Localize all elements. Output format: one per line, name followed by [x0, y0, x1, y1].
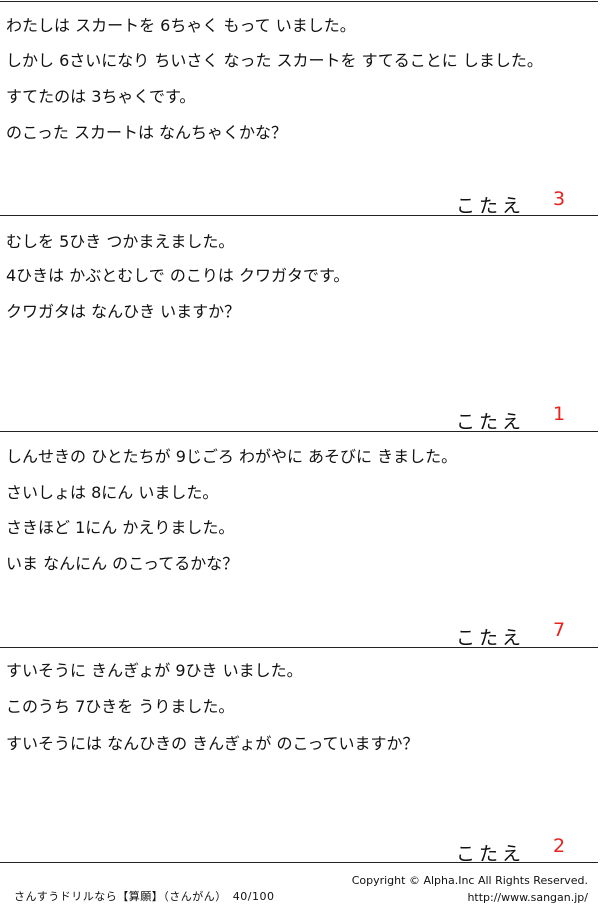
problem-4-answer-value: 2: [553, 835, 566, 857]
problem-4-line-3: すいそうには なんひきの きんぎょが のこっていますか？: [6, 734, 419, 753]
problem-1-rule: [0, 215, 598, 216]
problem-1-answer-label: こたえ: [456, 195, 526, 217]
problem-1-line-4: のこった スカートは なんちゃくかな？: [6, 123, 288, 142]
problem-4-answer-label: こたえ: [456, 843, 526, 865]
problem-2-answer-label: こたえ: [456, 411, 526, 433]
problem-2-line-2: 4ひきは かぶとむしで のこりは クワガタです。: [6, 266, 350, 285]
problem-1-line-3: すてたのは 3ちゃくです。: [6, 87, 196, 106]
problem-2-line-3: クワガタは なんひき いますか？: [6, 302, 241, 321]
problem-4-line-1: すいそうに きんぎょが 9ひき いました。: [6, 661, 303, 680]
problem-1-line-1: わたしは スカートを 6ちゃく もって いました。: [6, 16, 356, 35]
problem-3-answer-value: 7: [553, 619, 566, 641]
problem-1-line-2: しかし 6さいになり ちいさく なった スカートを すてることに しました。: [6, 51, 543, 70]
problem-3-line-4: いま なんにん のこってるかな？: [6, 554, 239, 573]
footer-url: http://www.sangan.jp/: [467, 891, 588, 904]
problem-1-answer-value: 3: [553, 188, 566, 210]
top-rule: [0, 1, 598, 2]
problem-3-answer-label: こたえ: [456, 627, 526, 649]
problem-3-rule: [0, 647, 598, 648]
problem-4-line-2: このうち 7ひきを うりました。: [6, 697, 235, 716]
problem-2-answer-value: 1: [553, 403, 566, 425]
problem-3-line-3: さきほど 1にん かえりました。: [6, 518, 235, 537]
problem-2-rule: [0, 431, 598, 432]
problem-2-line-1: むしを 5ひき つかまえました。: [6, 232, 235, 251]
problem-3-line-2: さいしょは 8にん いました。: [6, 483, 219, 502]
footer-drill-title: さんすうドリルなら【算願】（さんがん） 40/100: [14, 890, 275, 903]
problem-3-line-1: しんせきの ひとたちが 9じごろ わがやに あそびに きました。: [6, 447, 458, 466]
problem-4-rule: [0, 862, 598, 863]
footer-copyright: Copyright © Alpha.Inc All Rights Reserve…: [351, 874, 588, 887]
